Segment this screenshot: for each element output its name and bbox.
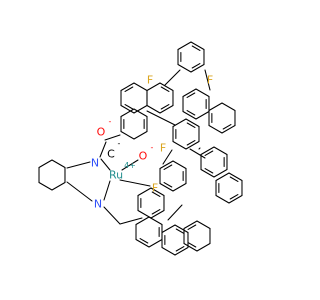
atom-f-middle: F (160, 142, 166, 155)
bond-lines (38, 41, 243, 256)
atom-f-bottom: F (152, 182, 158, 195)
charge-c-carbonyl: - (118, 139, 121, 148)
atom-o-upper: O (97, 126, 106, 139)
atom-n-upper: N (91, 157, 99, 170)
atom-f-top-left: F (147, 74, 153, 87)
charge-o-lower: - (151, 143, 154, 152)
molecule-structure: F F O C N F Ru O N F - - 4+ - (38, 41, 243, 256)
atom-ru-center: Ru (109, 169, 123, 182)
atom-f-top-right: F (207, 74, 213, 87)
atom-c-carbonyl: C (107, 148, 115, 161)
charge-ru-center: 4+ (124, 161, 136, 170)
atom-n-lower: N (94, 198, 102, 211)
atom-o-lower: O (139, 150, 148, 163)
charge-o-upper: - (109, 117, 112, 126)
